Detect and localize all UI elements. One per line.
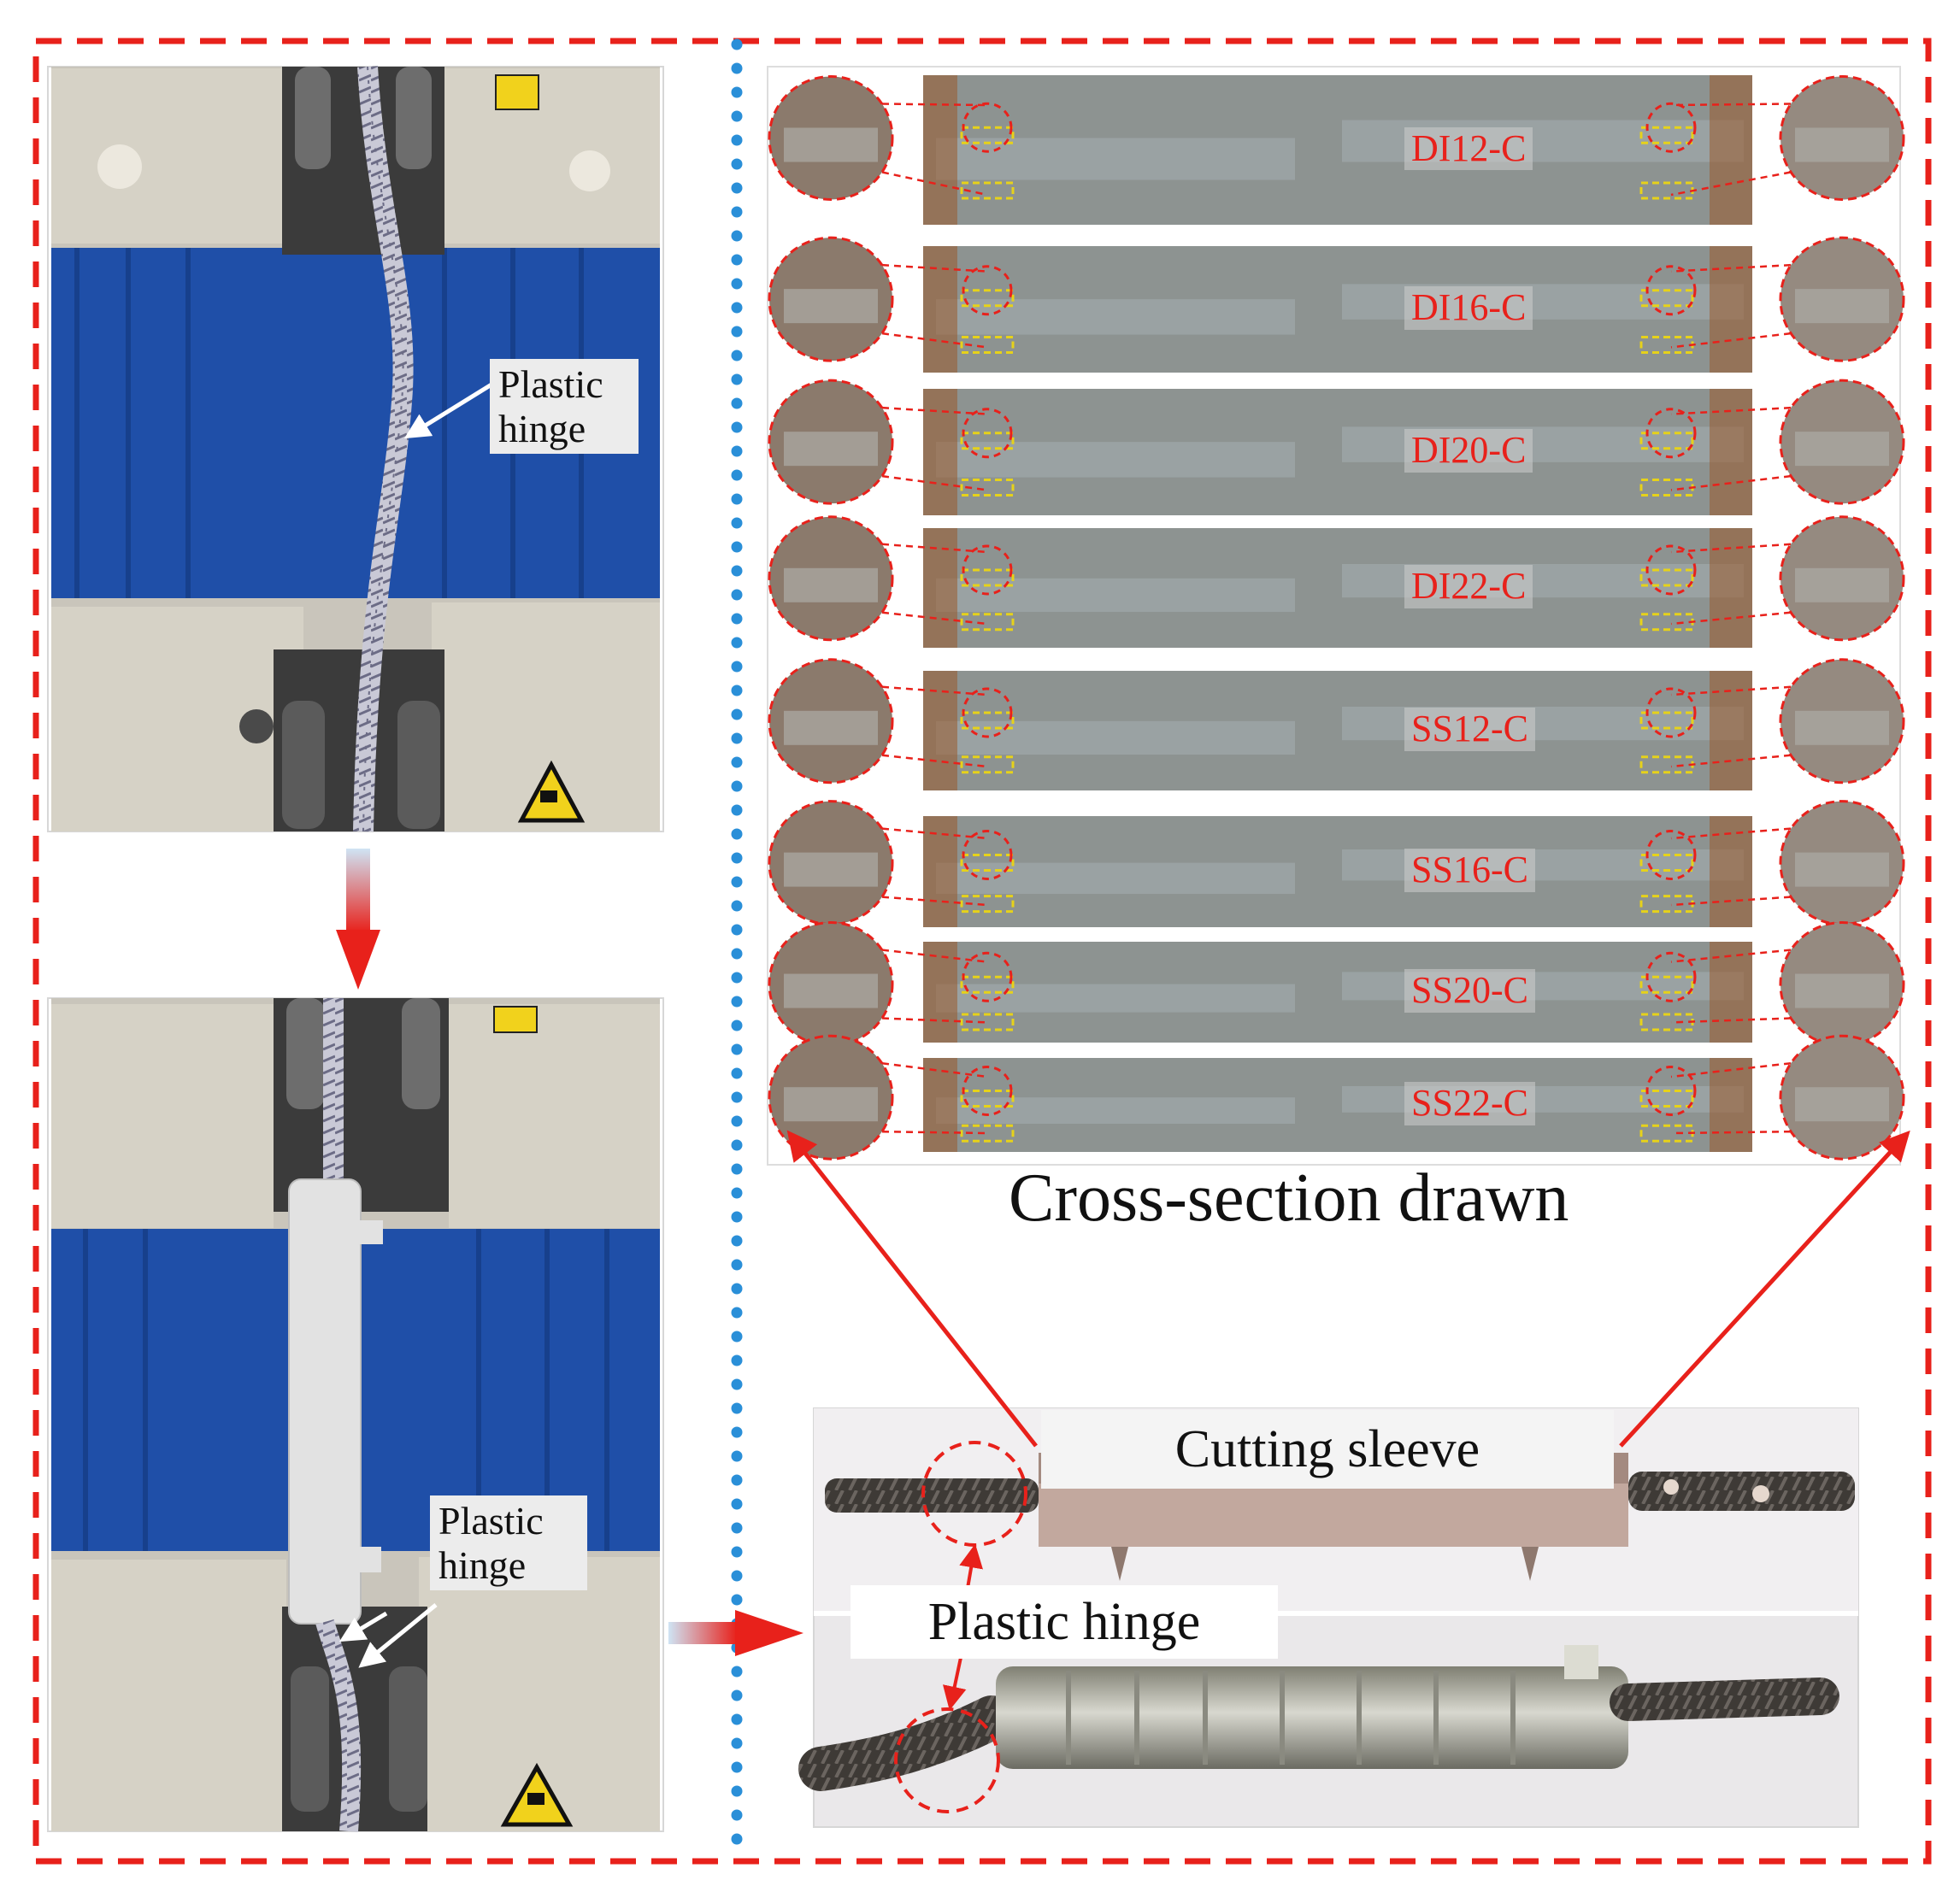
arrow-to-right-section [1619, 1130, 1910, 1448]
section-strip [768, 75, 1905, 225]
photo-bare-bar-test [47, 66, 664, 832]
label-plastic-hinge-top: Plastic hinge [490, 359, 639, 455]
specimen-label-di16-c: DI16-C [1404, 286, 1533, 330]
outer-dashed-frame [32, 38, 1932, 1865]
label-cutting-sleeve: Cutting sleeve [1041, 1410, 1614, 1489]
specimen-label-ss20-c: SS20-C [1404, 969, 1535, 1013]
specimen-label-ss22-c: SS22-C [1404, 1082, 1535, 1125]
warning-sign-icon [517, 760, 586, 823]
section-strip [768, 1034, 1905, 1160]
label-line: hinge [438, 1542, 527, 1587]
specimen-label-di12-c: DI12-C [1404, 126, 1533, 171]
grout-sleeve [288, 1178, 362, 1625]
label-plastic-hinge-bottom: Plastic hinge [430, 1495, 587, 1591]
label-line: Plastic [438, 1499, 544, 1542]
section-strip [768, 379, 1905, 515]
arrow-down-icon [336, 849, 380, 990]
specimen-label-di20-c: DI20-C [1404, 429, 1533, 473]
section-strip [768, 800, 1905, 927]
hinge-leader-arrow [403, 382, 493, 439]
warning-sticker [495, 74, 539, 110]
specimen-label-di22-c: DI22-C [1404, 565, 1533, 608]
photo-sleeve-test [47, 997, 664, 1832]
label-line: Plastic [498, 362, 603, 406]
warning-sign-icon [500, 1762, 574, 1827]
section-strip [768, 236, 1905, 373]
specimen-label-ss12-c: SS12-C [1404, 708, 1535, 751]
specimen-label-ss16-c: SS16-C [1404, 849, 1535, 892]
arrow-right-icon [668, 1610, 803, 1656]
arrow-to-left-section [786, 1130, 1038, 1448]
label-line: hinge [498, 406, 586, 450]
section-strip [768, 921, 1905, 1048]
label-plastic-hinge: Plastic hinge [851, 1585, 1278, 1659]
section-strip [768, 515, 1905, 648]
cross-section-title: Cross-section drawn [1009, 1160, 1569, 1236]
section-strip [768, 658, 1905, 790]
